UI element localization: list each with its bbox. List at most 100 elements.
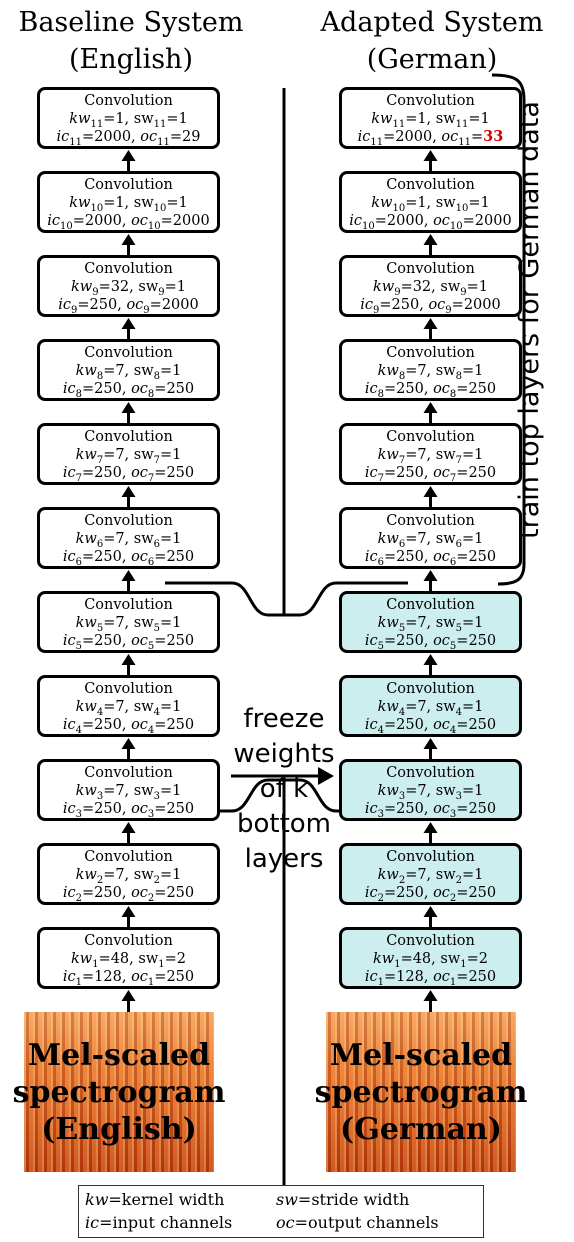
layer-type-label: Convolution xyxy=(84,681,173,697)
layer-type-label: Convolution xyxy=(84,345,173,361)
flow-arrow-head xyxy=(423,234,438,245)
layer-param-line: kw4=7, sw4=1 xyxy=(377,699,484,718)
flow-arrow-head xyxy=(121,234,136,245)
layer-type-label: Convolution xyxy=(84,93,173,109)
layer-type-label: Convolution xyxy=(386,261,475,277)
layer-param-line: ic2=250, oc2=250 xyxy=(364,885,497,904)
layer-param-line: ic5=250, oc5=250 xyxy=(364,633,497,652)
layer-param-line: ic2=250, oc2=250 xyxy=(62,885,195,904)
spectrogram-label-line: Mel-scaled xyxy=(27,1037,211,1073)
legend-entry: sw=stride width xyxy=(276,1188,409,1211)
flow-arrow-head xyxy=(423,654,438,665)
legend-entry: oc=output channels xyxy=(276,1211,439,1234)
changed-output-value: 33 xyxy=(483,128,504,145)
layer-param-line: kw7=7, sw7=1 xyxy=(377,447,484,466)
layer-param-line: kw10=1, sw10=1 xyxy=(371,195,490,214)
layer-param-line: ic6=250, oc6=250 xyxy=(364,549,497,568)
legend-text: =stride width xyxy=(297,1190,410,1209)
flow-arrow-head xyxy=(121,150,136,161)
layer-param-line: kw11=1, sw11=1 xyxy=(371,111,490,130)
layer-param-line: kw2=7, sw2=1 xyxy=(75,867,182,886)
flow-arrow-head xyxy=(121,486,136,497)
spectrogram-label-line: (English) xyxy=(41,1111,197,1147)
layer-param-line: ic7=250, oc7=250 xyxy=(364,465,497,484)
layer-param-line: ic10=2000, oc10=2000 xyxy=(349,213,512,232)
layer-type-label: Convolution xyxy=(84,849,173,865)
freeze-label: freeze weights of k bottom layers xyxy=(232,702,336,877)
flow-arrow-head xyxy=(121,402,136,413)
layer-param-line: ic11=2000, oc11=33 xyxy=(357,128,504,148)
spectrogram-english: Mel-scaled spectrogram (English) xyxy=(13,1012,225,1172)
layer-param-line: ic4=250, oc4=250 xyxy=(364,717,497,736)
layer-param-line: ic8=250, oc8=250 xyxy=(62,381,195,400)
flow-arrow-head xyxy=(423,318,438,329)
adapted-system-title: Adapted System (German) xyxy=(302,4,562,78)
layer-type-label: Convolution xyxy=(84,597,173,613)
flow-arrow-head xyxy=(121,570,136,581)
legend-abbr: sw xyxy=(276,1190,298,1209)
layer-type-label: Convolution xyxy=(84,177,173,193)
layer-param-line: kw9=32, sw9=1 xyxy=(70,279,186,298)
legend-abbr: ic xyxy=(85,1213,100,1232)
layer-type-label: Convolution xyxy=(84,765,173,781)
freeze-boundary-top-curve xyxy=(165,581,408,617)
flow-arrow-head xyxy=(423,150,438,161)
layer-type-label: Convolution xyxy=(84,429,173,445)
layer-param-line: ic4=250, oc4=250 xyxy=(62,717,195,736)
layer-param-line: kw11=1, sw11=1 xyxy=(69,111,188,130)
spectrogram-label-line: Mel-scaled xyxy=(329,1037,513,1073)
layer-param-line: ic3=250, oc3=250 xyxy=(364,801,497,820)
layer-param-line: kw5=7, sw5=1 xyxy=(75,615,182,634)
legend-entry: kw=kernel width xyxy=(85,1188,276,1211)
layer-param-line: ic3=250, oc3=250 xyxy=(62,801,195,820)
freeze-label-line: weights xyxy=(233,739,335,769)
flow-arrow-head xyxy=(121,318,136,329)
flow-arrow-head xyxy=(423,402,438,413)
train-top-layers-label: train top layers for German data xyxy=(514,101,545,539)
layer-param-line: ic8=250, oc8=250 xyxy=(364,381,497,400)
layer-param-line: ic9=250, oc9=2000 xyxy=(360,297,501,316)
layer-type-label: Convolution xyxy=(386,765,475,781)
layer-param-line: ic6=250, oc6=250 xyxy=(62,549,195,568)
layer-type-label: Convolution xyxy=(386,597,475,613)
layer-param-line: ic10=2000, oc10=2000 xyxy=(47,213,210,232)
freeze-label-line: of k xyxy=(259,774,309,804)
layer-type-label: Convolution xyxy=(386,849,475,865)
spectrogram-label-line: (German) xyxy=(340,1111,502,1147)
layer-type-label: Convolution xyxy=(386,681,475,697)
flow-arrow-head xyxy=(121,654,136,665)
flow-arrow-head xyxy=(423,738,438,749)
flow-arrow-head xyxy=(121,822,136,833)
layer-param-line: kw3=7, sw3=1 xyxy=(377,783,484,802)
spectrogram-label-line: spectrogram xyxy=(12,1074,226,1110)
layer-type-label: Convolution xyxy=(386,513,475,529)
layer-param-line: ic9=250, oc9=2000 xyxy=(58,297,199,316)
flow-arrow-head xyxy=(423,486,438,497)
layer-type-label: Convolution xyxy=(386,177,475,193)
layer-type-label: Convolution xyxy=(386,345,475,361)
adapted-title-line2: (German) xyxy=(366,44,498,75)
layer-param-line: kw2=7, sw2=1 xyxy=(377,867,484,886)
layer-param-line: ic5=250, oc5=250 xyxy=(62,633,195,652)
layer-type-label: Convolution xyxy=(84,261,173,277)
legend-abbr: kw xyxy=(85,1190,109,1209)
